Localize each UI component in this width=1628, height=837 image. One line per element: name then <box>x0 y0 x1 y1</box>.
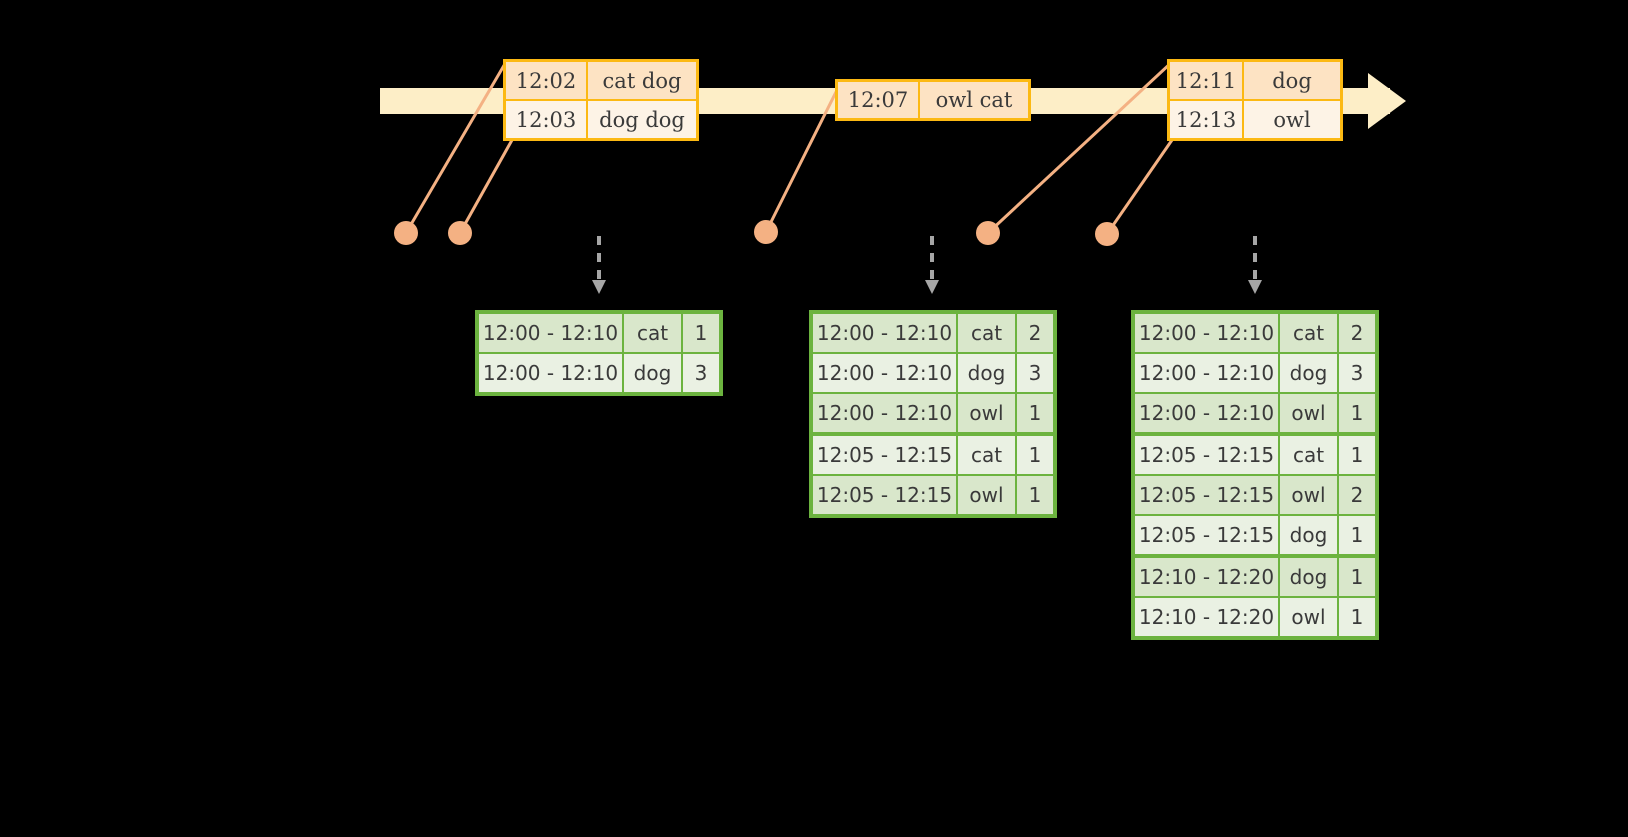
timeline-event-group-3: 12:11 dog 12:13 owl <box>1167 59 1343 141</box>
word-cell: owl <box>958 394 1017 432</box>
word-cell: dog <box>1280 558 1339 596</box>
event-time: 12:11 <box>1170 62 1244 99</box>
word-cell: cat <box>1280 314 1339 352</box>
event-time: 12:13 <box>1170 101 1244 138</box>
timeline-event-group-1: 12:02 cat dog 12:03 dog dog <box>503 59 699 141</box>
timeline-event-row: 12:13 owl <box>1170 99 1340 138</box>
count-cell: 1 <box>1339 558 1375 596</box>
event-words: dog dog <box>588 101 696 138</box>
count-cell: 1 <box>1339 436 1375 474</box>
word-cell: owl <box>1280 394 1339 432</box>
count-cell: 1 <box>1017 394 1053 432</box>
window-cell: 12:05 - 12:15 <box>1135 476 1280 514</box>
count-cell: 2 <box>1017 314 1053 352</box>
word-cell: cat <box>958 314 1017 352</box>
window-cell: 12:05 - 12:15 <box>1135 516 1280 554</box>
event-time: 12:02 <box>506 62 588 99</box>
window-cell: 12:00 - 12:10 <box>1135 394 1280 432</box>
window-cell: 12:00 - 12:10 <box>1135 354 1280 392</box>
window-cell: 12:05 - 12:15 <box>813 476 958 514</box>
count-cell: 2 <box>1339 314 1375 352</box>
event-words: dog <box>1244 62 1340 99</box>
count-cell: 1 <box>1339 516 1375 554</box>
timeline-event-row: 12:07 owl cat <box>838 82 1028 118</box>
event-dot <box>394 221 418 245</box>
word-cell: dog <box>1280 516 1339 554</box>
timeline-event-row: 12:02 cat dog <box>506 62 696 99</box>
timeline-event-row: 12:11 dog <box>1170 62 1340 99</box>
window-cell: 12:00 - 12:10 <box>1135 314 1280 352</box>
event-words: owl <box>1244 101 1340 138</box>
window-cell: 12:10 - 12:20 <box>1135 598 1280 636</box>
word-cell: cat <box>624 314 683 352</box>
count-cell: 3 <box>683 354 719 392</box>
count-cell: 1 <box>1017 476 1053 514</box>
word-cell: dog <box>1280 354 1339 392</box>
count-cell: 2 <box>1339 476 1375 514</box>
window-cell: 12:00 - 12:10 <box>813 394 958 432</box>
event-dot <box>448 221 472 245</box>
count-cell: 1 <box>1017 436 1053 474</box>
event-time: 12:07 <box>838 82 920 118</box>
event-dot <box>1095 222 1119 246</box>
word-cell: cat <box>1280 436 1339 474</box>
timeline-event-group-2: 12:07 owl cat <box>835 79 1031 121</box>
window-cell: 12:00 - 12:10 <box>479 314 624 352</box>
event-words: cat dog <box>588 62 696 99</box>
event-words: owl cat <box>920 82 1028 118</box>
event-dot <box>976 221 1000 245</box>
timeline-event-row: 12:03 dog dog <box>506 99 696 138</box>
window-cell: 12:10 - 12:20 <box>1135 558 1280 596</box>
word-cell: cat <box>958 436 1017 474</box>
timeline-arrow-head <box>1368 73 1406 129</box>
event-time: 12:03 <box>506 101 588 138</box>
event-dot <box>754 220 778 244</box>
count-cell: 1 <box>683 314 719 352</box>
word-cell: owl <box>958 476 1017 514</box>
word-cell: dog <box>624 354 683 392</box>
count-cell: 3 <box>1017 354 1053 392</box>
count-cell: 1 <box>1339 598 1375 636</box>
word-cell: dog <box>958 354 1017 392</box>
window-cell: 12:00 - 12:10 <box>813 354 958 392</box>
word-cell: owl <box>1280 598 1339 636</box>
window-cell: 12:05 - 12:15 <box>813 436 958 474</box>
count-cell: 3 <box>1339 354 1375 392</box>
window-cell: 12:05 - 12:15 <box>1135 436 1280 474</box>
window-cell: 12:00 - 12:10 <box>479 354 624 392</box>
window-cell: 12:00 - 12:10 <box>813 314 958 352</box>
count-cell: 1 <box>1339 394 1375 432</box>
word-cell: owl <box>1280 476 1339 514</box>
